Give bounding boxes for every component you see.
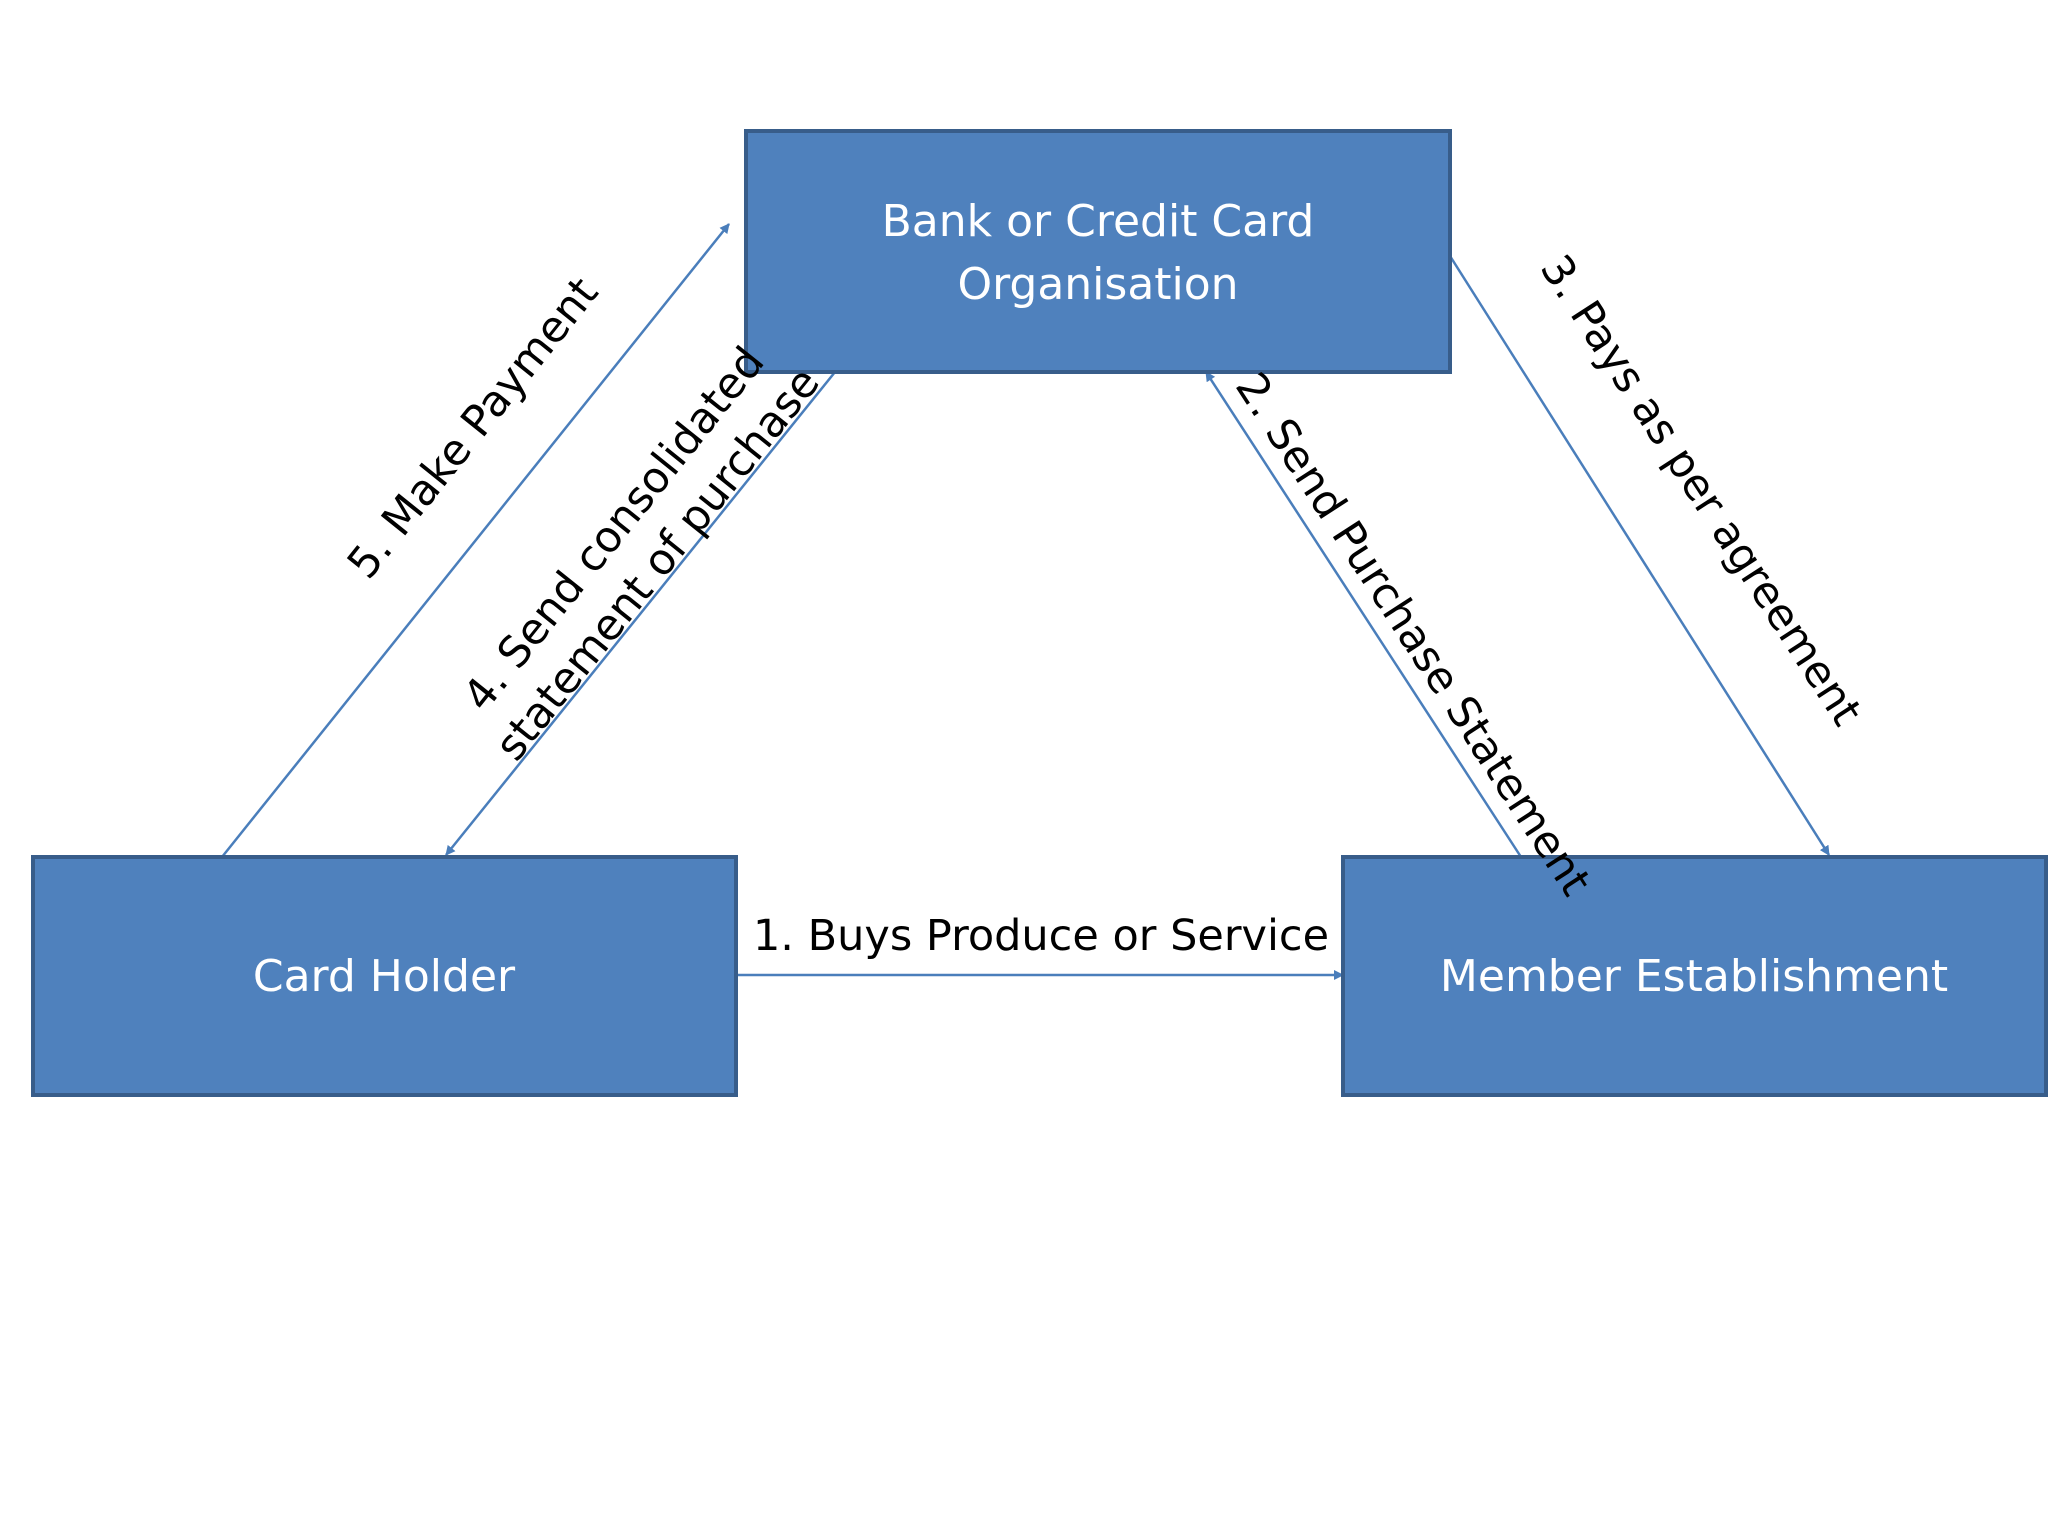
arrow-send-consolidated xyxy=(445,371,836,856)
node-bank: Bank or Credit Card Organisation xyxy=(744,129,1452,374)
arrow-pays xyxy=(1448,255,1831,856)
label-pays: 3. Pays as per agreement xyxy=(1530,246,1871,734)
node-card-holder: Card Holder xyxy=(31,855,738,1097)
node-member-establishment: Member Establishment xyxy=(1341,855,2048,1097)
label-make-payment: 5. Make Payment xyxy=(338,268,608,588)
arrow-make-payment xyxy=(221,223,730,858)
bank-label-line2: Organisation xyxy=(957,259,1238,310)
member-box xyxy=(1341,855,2048,1097)
label-send-consolidated-line2: statement of purchase xyxy=(486,358,830,770)
card-holder-box xyxy=(31,855,738,1097)
arrow-send-purchase xyxy=(1204,371,1523,858)
label-buys: 1. Buys Produce or Service xyxy=(753,911,1329,961)
card-holder-label: Card Holder xyxy=(253,951,516,1002)
bank-label-line1: Bank or Credit Card xyxy=(882,196,1315,247)
label-send-purchase: 2. Send Purchase Statement xyxy=(1225,364,1600,904)
member-label: Member Establishment xyxy=(1440,951,1948,1002)
bank-box xyxy=(744,129,1452,374)
